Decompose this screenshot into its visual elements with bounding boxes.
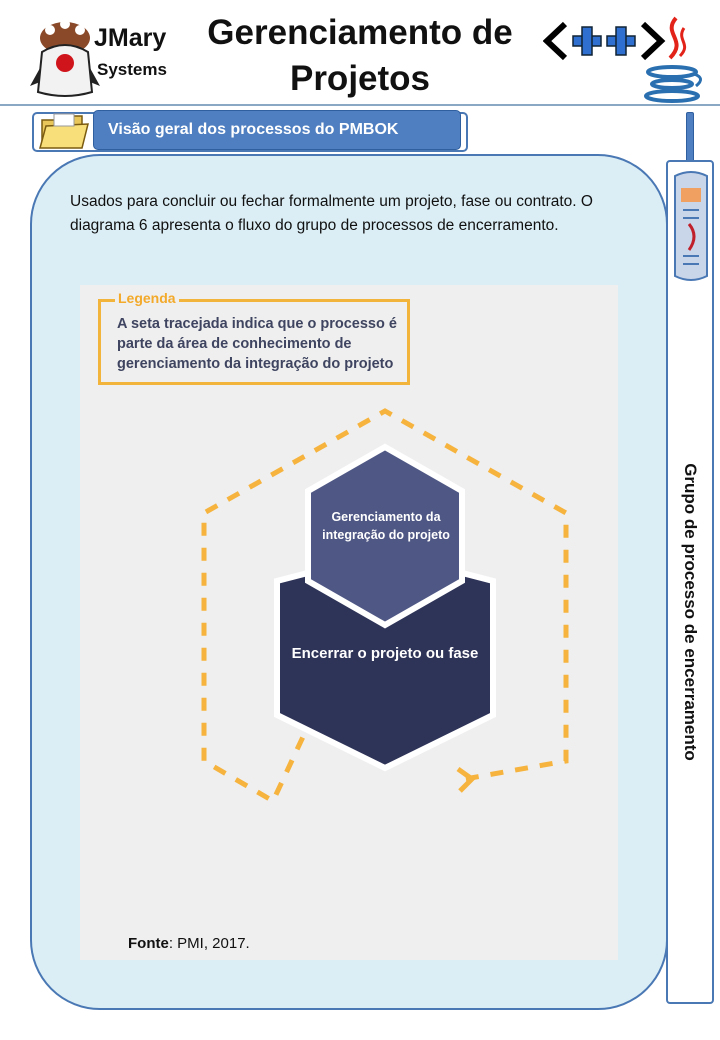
side-panel-label: Grupo de processo de encerramento xyxy=(681,463,700,761)
source-text: : PMI, 2017. xyxy=(168,935,250,952)
intro-paragraph: Usados para concluir ou fechar formalmen… xyxy=(70,193,593,234)
side-panel-connector xyxy=(686,112,694,162)
hexagon-top-process xyxy=(305,443,465,629)
legend-text: A seta tracejada indica que o processo é… xyxy=(117,316,397,372)
top-process-label: Gerenciamento da integração do projeto xyxy=(322,510,450,542)
duke-mascot-icon xyxy=(30,19,100,97)
process-diagram: Legenda A seta tracejada indica que o pr… xyxy=(80,285,618,960)
hexagon-main-process xyxy=(274,549,496,772)
header-divider xyxy=(0,104,720,106)
java-cup-icon xyxy=(644,16,702,103)
arrow-head xyxy=(456,766,476,793)
dashed-integration-arrow xyxy=(201,408,569,805)
side-panel xyxy=(666,160,714,1004)
newspaper-icon xyxy=(674,171,708,281)
logo-text-systems: Systems xyxy=(97,60,167,79)
diagram-graphic xyxy=(201,408,569,805)
cpp-plus-plus-icon xyxy=(543,21,666,61)
legend-box: Legenda A seta tracejada indica que o pr… xyxy=(98,290,410,385)
folder-icon xyxy=(39,113,89,149)
figure-source: Fonte: PMI, 2017. xyxy=(128,935,250,952)
logo-text-jmary: JMary xyxy=(94,24,167,52)
legend-title: Legenda xyxy=(115,290,179,306)
main-process-label: Encerrar o projeto ou fase xyxy=(291,645,479,662)
section-tab-title: Visão geral dos processos do PMBOK xyxy=(93,110,461,150)
source-label: Fonte xyxy=(128,935,169,952)
page-title: Gerenciamento de Projetos xyxy=(207,13,513,98)
